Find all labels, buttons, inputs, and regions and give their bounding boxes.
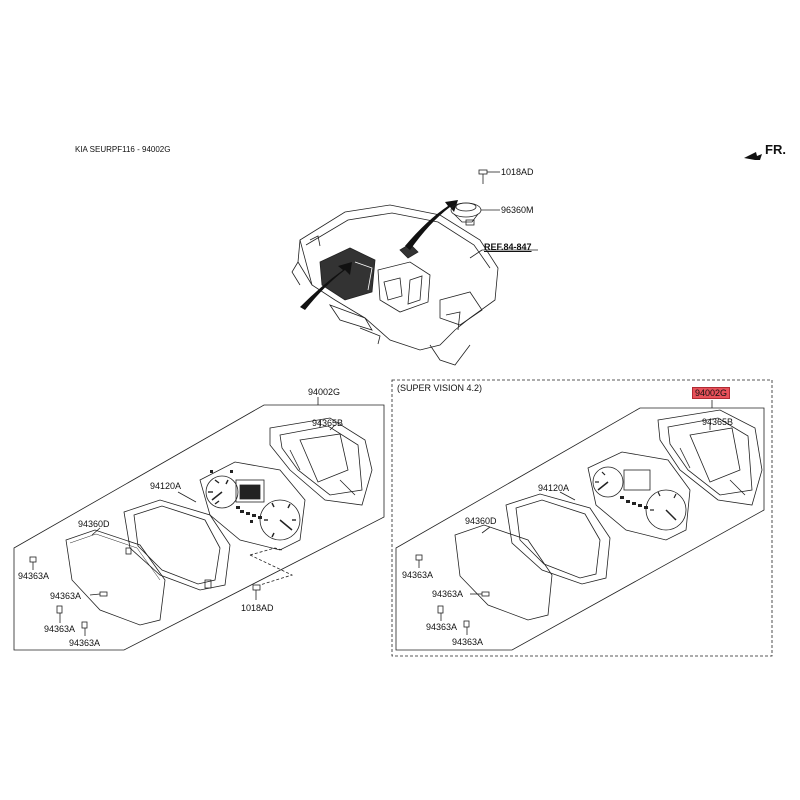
part-label-left-screw[interactable]: 1018AD	[241, 603, 274, 613]
part-label-right-window[interactable]: 94360D	[465, 516, 497, 526]
part-label-right-case[interactable]: 94365B	[702, 417, 734, 427]
left-assembly-frame	[13, 397, 385, 651]
part-label-left-window[interactable]: 94360D	[78, 519, 110, 529]
left-clips	[29, 556, 108, 636]
part-label-left-clip-2[interactable]: 94363A	[50, 591, 82, 601]
right-case-part	[657, 409, 763, 506]
part-label-right-clip-3[interactable]: 94363A	[426, 622, 458, 632]
right-assembly-frame	[395, 400, 765, 651]
left-window-part	[65, 529, 166, 626]
highlight-badge: 94002G	[692, 387, 731, 399]
ref-leader	[469, 249, 483, 259]
part-label-screw-top[interactable]: 1018AD	[501, 167, 534, 177]
super-vision-frame	[391, 379, 773, 657]
variant-label: (SUPER VISION 4.2)	[397, 383, 483, 393]
part-label-left-case[interactable]: 94365B	[312, 418, 344, 428]
part-label-left-assembly[interactable]: 94002G	[308, 387, 341, 397]
right-clips	[415, 554, 490, 635]
part-label-left-clip-3[interactable]: 94363A	[44, 624, 76, 634]
part-label-right-cluster[interactable]: 94120A	[538, 483, 570, 493]
speaker-part	[450, 202, 500, 226]
right-window-part	[454, 524, 553, 621]
right-cluster-part	[587, 451, 691, 541]
diagram-title: KIA SEURPF116 - 94002G	[75, 145, 171, 154]
right-housing-part	[505, 493, 611, 585]
speaker-pointer-arrow	[405, 200, 458, 250]
left-case-part	[269, 417, 373, 506]
front-direction-label: FR.	[765, 142, 786, 157]
part-label-right-clip-2[interactable]: 94363A	[432, 589, 464, 599]
part-label-left-clip-1[interactable]: 94363A	[18, 571, 50, 581]
front-direction-arrow	[744, 152, 762, 160]
dashboard-illustration	[291, 204, 499, 366]
part-label-right-assembly-highlighted[interactable]: 94002G	[692, 387, 731, 399]
part-label-left-cluster[interactable]: 94120A	[150, 481, 182, 491]
part-label-right-clip-4[interactable]: 94363A	[452, 637, 484, 647]
reference-label[interactable]: REF.84-847	[484, 242, 532, 252]
part-label-speaker[interactable]: 96360M	[501, 205, 534, 215]
part-label-left-clip-4[interactable]: 94363A	[69, 638, 101, 648]
left-cluster-part	[199, 461, 306, 551]
left-screw-part	[249, 547, 294, 600]
cluster-pointer-arrow	[300, 262, 352, 310]
screw-top	[478, 169, 500, 184]
part-label-right-clip-1[interactable]: 94363A	[402, 570, 434, 580]
